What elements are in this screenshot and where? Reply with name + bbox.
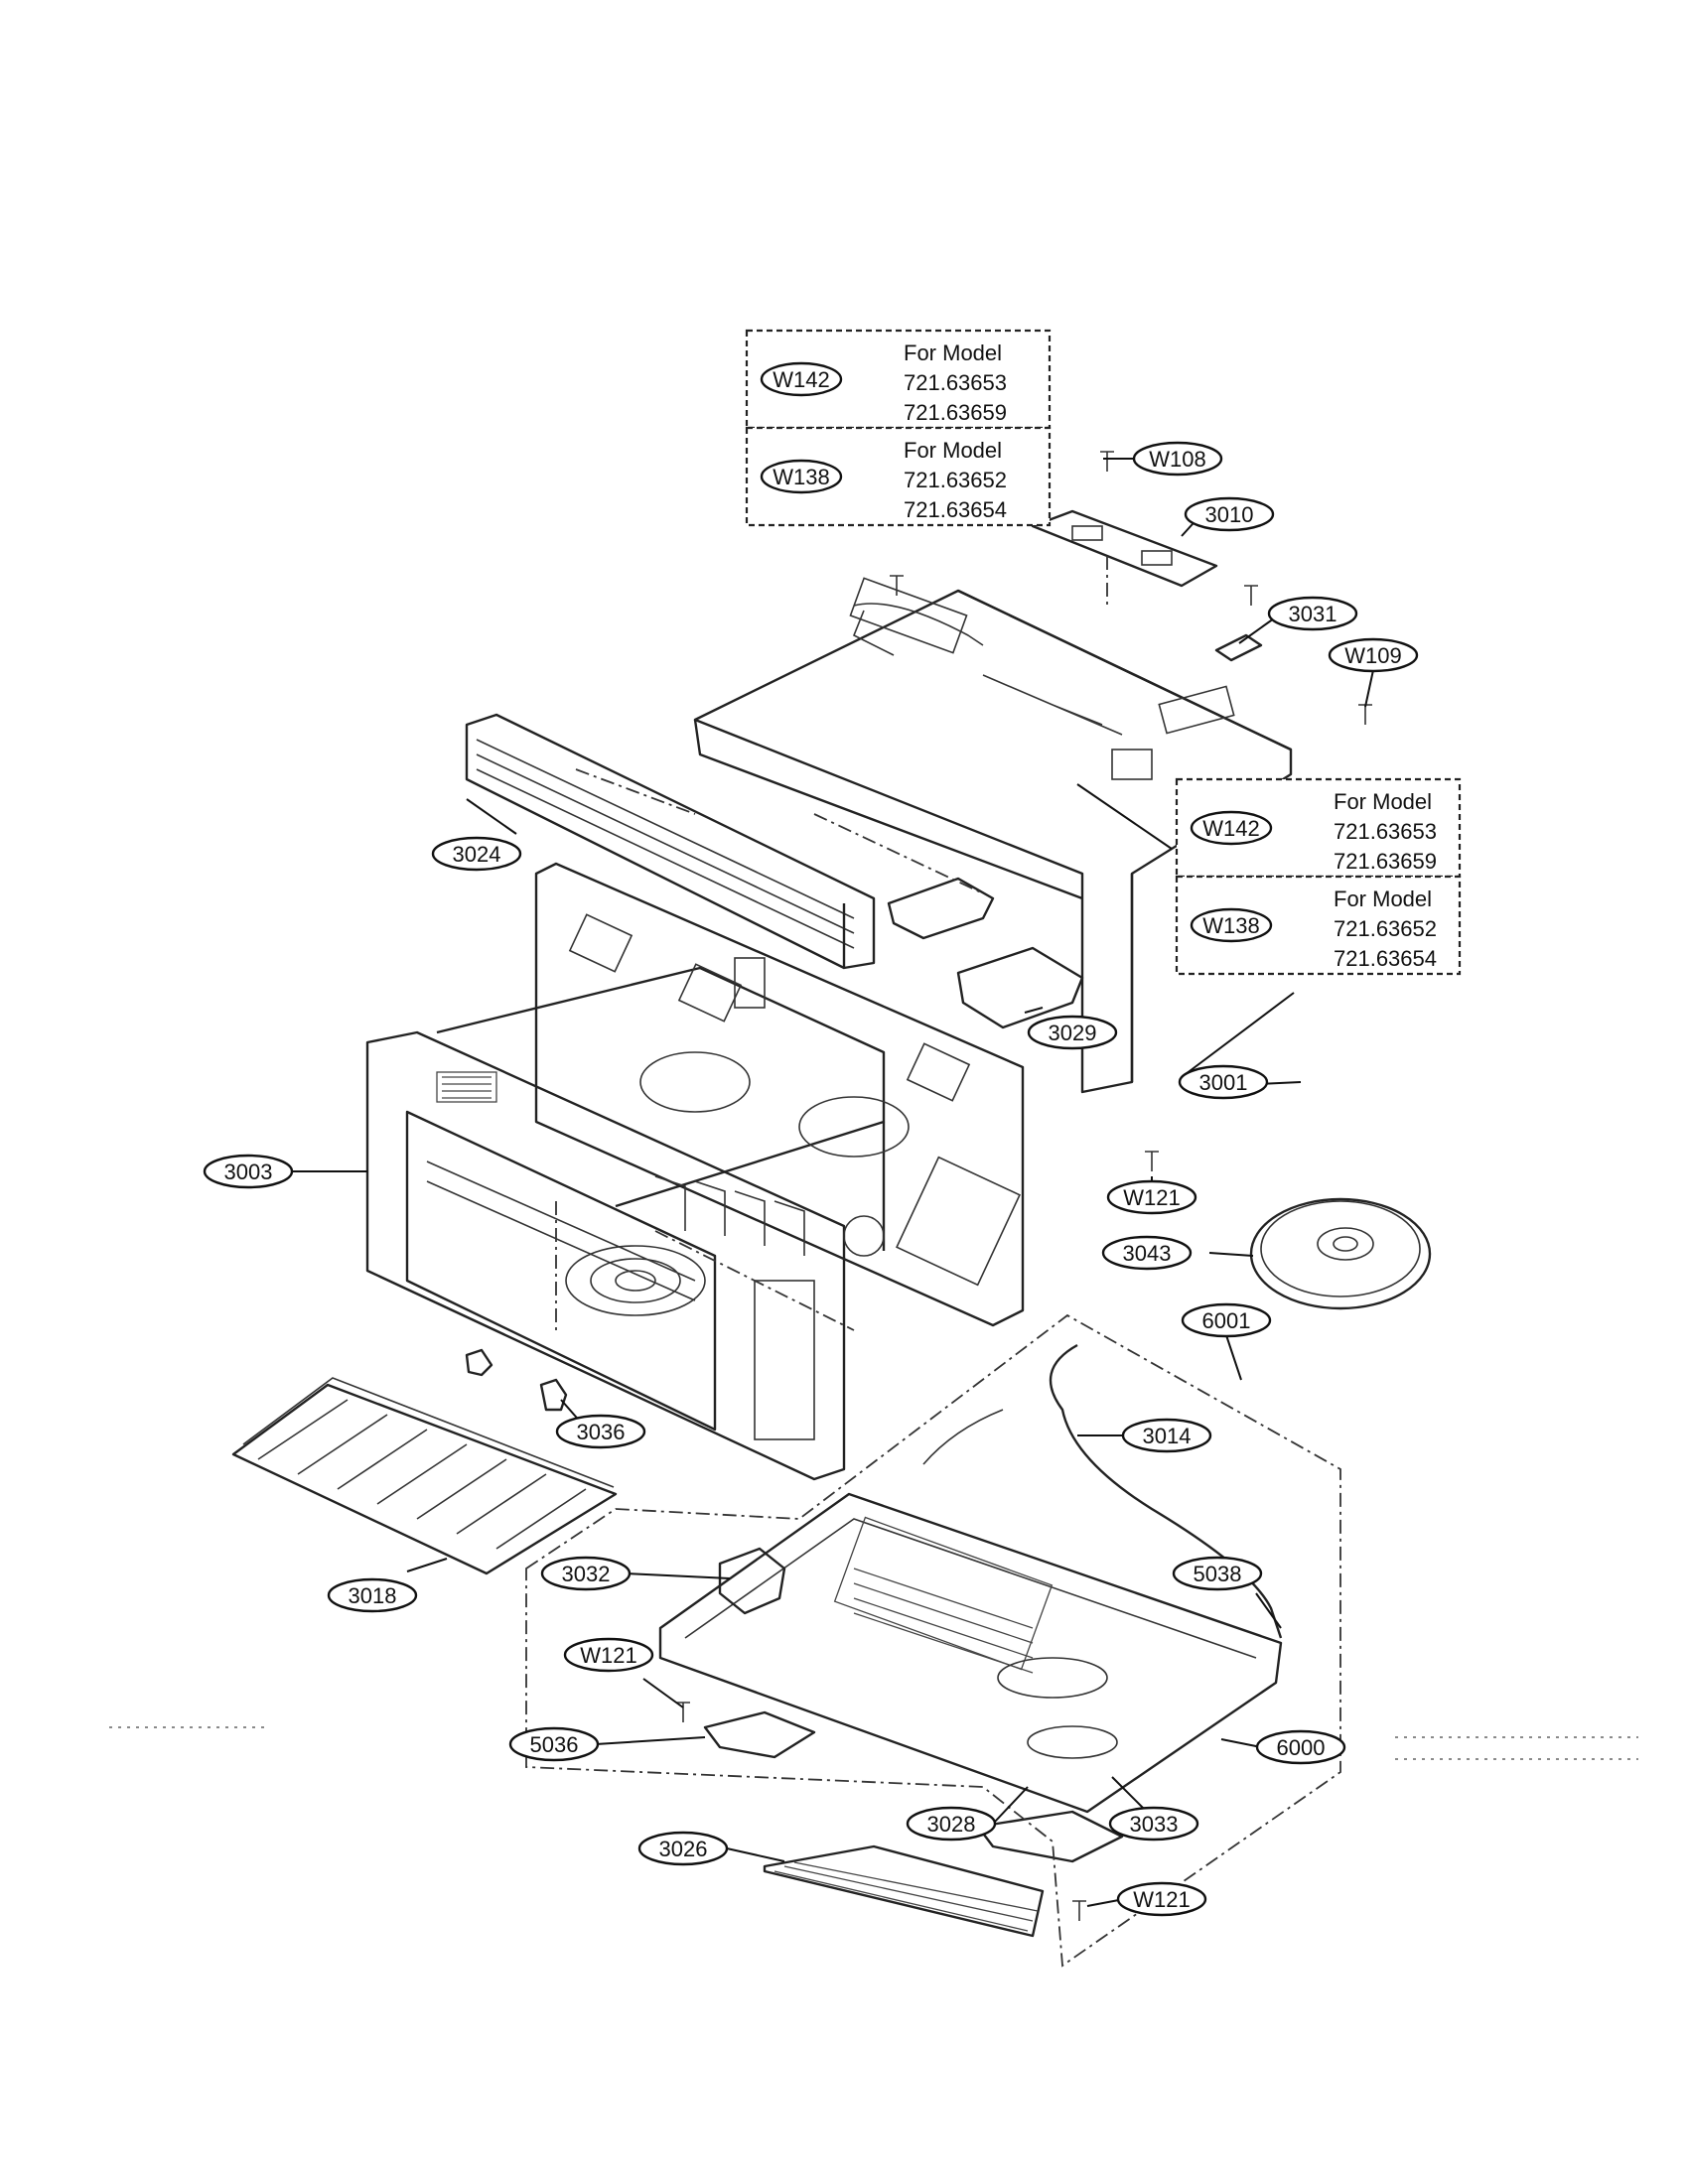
motor-3032-part — [718, 1547, 786, 1615]
callout-3014: 3014 — [1121, 1418, 1212, 1453]
turntable-part — [1249, 1197, 1432, 1310]
callout-3028: 3028 — [906, 1806, 997, 1842]
callout-w109: W109 — [1328, 637, 1419, 673]
svg-text:5038: 5038 — [1194, 1562, 1242, 1586]
note-heading: For Model — [904, 341, 1002, 365]
callout-3032: 3032 — [540, 1556, 632, 1591]
svg-text:6000: 6000 — [1277, 1735, 1326, 1760]
svg-text:6001: 6001 — [1202, 1308, 1251, 1333]
svg-text:3043: 3043 — [1123, 1241, 1172, 1266]
callout-5038: 5038 — [1172, 1556, 1263, 1591]
note-model-number: 721.63654 — [1334, 946, 1437, 971]
latch-3036-part — [539, 1378, 568, 1412]
svg-text:3003: 3003 — [224, 1160, 273, 1184]
filter-3026-part — [763, 1844, 1045, 1938]
callout-w121-c: W121 — [1116, 1881, 1207, 1917]
svg-text:W121: W121 — [1133, 1887, 1190, 1912]
svg-text:W121: W121 — [1123, 1185, 1180, 1210]
callout-5036: 5036 — [508, 1726, 600, 1762]
bracket-3031-part — [1214, 633, 1263, 662]
note-model-number: 721.63659 — [1334, 849, 1437, 874]
svg-text:3031: 3031 — [1289, 602, 1337, 626]
callout-w121-b: W121 — [563, 1637, 654, 1673]
bracket-left-part — [887, 877, 995, 940]
svg-text:5036: 5036 — [530, 1732, 579, 1757]
callout-3031: 3031 — [1267, 596, 1358, 631]
note-model-number: 721.63659 — [904, 400, 1007, 425]
bracket-3029-part — [956, 946, 1084, 1029]
harness-3014-part — [1049, 1343, 1283, 1639]
svg-text:3033: 3033 — [1130, 1812, 1179, 1837]
callout-3024: 3024 — [431, 836, 522, 872]
svg-text:3010: 3010 — [1205, 502, 1254, 527]
callout-3001: 3001 — [1178, 1064, 1269, 1100]
callout-3003: 3003 — [203, 1154, 294, 1189]
svg-text:W138: W138 — [773, 465, 829, 489]
latch-small-part — [465, 1348, 493, 1377]
callout-3033: 3033 — [1108, 1806, 1199, 1842]
svg-text:W121: W121 — [580, 1643, 636, 1668]
assembly-outline-6001 — [525, 1313, 1341, 1968]
callout-6001: 6001 — [1181, 1302, 1272, 1338]
leader-lines — [293, 458, 1374, 1907]
svg-text:W142: W142 — [773, 367, 829, 392]
screws — [676, 451, 1372, 1921]
svg-text:3029: 3029 — [1049, 1021, 1097, 1045]
note-model-number: 721.63653 — [904, 370, 1007, 395]
svg-text:W142: W142 — [1202, 816, 1259, 841]
grille-bar-part — [465, 713, 876, 970]
note-model-number: 721.63654 — [904, 497, 1007, 522]
note-part-callout: W142 — [760, 361, 843, 397]
svg-text:3032: 3032 — [562, 1562, 611, 1586]
callout-3018: 3018 — [327, 1577, 418, 1613]
callout-3026: 3026 — [637, 1831, 729, 1866]
outer-case-part — [693, 577, 1293, 1094]
front-frame-part — [365, 1030, 885, 1481]
base-plate-part — [658, 1492, 1283, 1814]
callout-w121-a: W121 — [1106, 1179, 1197, 1215]
note-part-callout: W138 — [1190, 907, 1273, 943]
svg-text:3036: 3036 — [577, 1420, 626, 1444]
vent-plate-part — [1031, 509, 1218, 606]
svg-text:3001: 3001 — [1199, 1070, 1248, 1095]
callout-3029: 3029 — [1027, 1015, 1118, 1050]
note-model-number: 721.63653 — [1334, 819, 1437, 844]
callout-w108: W108 — [1132, 441, 1223, 477]
callout-3010: 3010 — [1184, 496, 1275, 532]
svg-text:3026: 3026 — [659, 1837, 708, 1861]
damper-3028-part — [976, 1810, 1124, 1863]
oven-cavity-part — [436, 862, 1025, 1327]
note-heading: For Model — [904, 438, 1002, 463]
duct-5036-part — [703, 1710, 816, 1759]
svg-text:W109: W109 — [1344, 643, 1401, 668]
svg-text:W138: W138 — [1202, 913, 1259, 938]
svg-text:3024: 3024 — [453, 842, 501, 867]
note-part-callout: W142 — [1190, 810, 1273, 846]
callout-3043: 3043 — [1101, 1235, 1193, 1271]
callout-3036: 3036 — [555, 1414, 646, 1449]
callout-6000: 6000 — [1255, 1729, 1346, 1765]
svg-text:3014: 3014 — [1143, 1424, 1192, 1448]
svg-text:3028: 3028 — [927, 1812, 976, 1837]
svg-text:W108: W108 — [1149, 447, 1205, 472]
note-heading: For Model — [1334, 887, 1432, 911]
note-heading: For Model — [1334, 789, 1432, 814]
note-part-callout: W138 — [760, 459, 843, 494]
note-model-number: 721.63652 — [1334, 916, 1437, 941]
rack-3018-part — [231, 1377, 618, 1575]
note-model-number: 721.63652 — [904, 468, 1007, 492]
svg-text:3018: 3018 — [349, 1583, 397, 1608]
